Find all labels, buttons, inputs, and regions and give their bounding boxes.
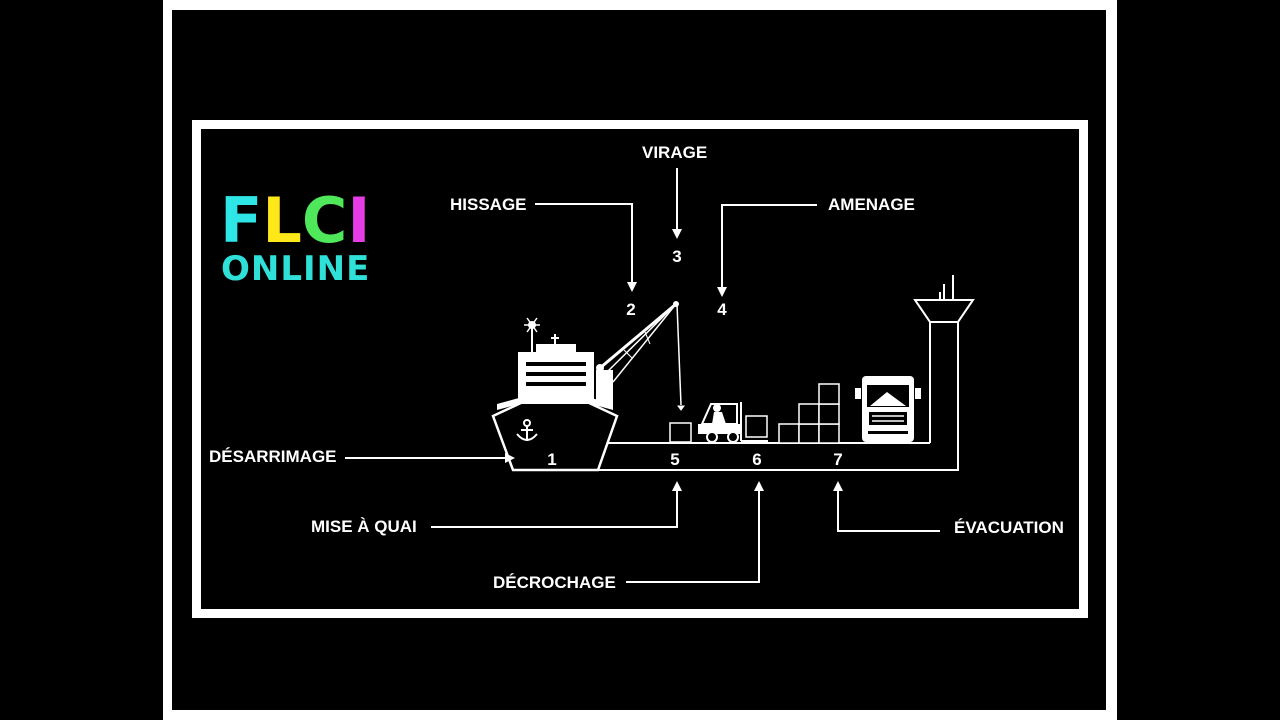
stage-label-mise-a-quai: MISE À QUAI: [311, 517, 417, 536]
logo-letter-c: C: [302, 184, 348, 257]
logo-subtitle: ONLINE: [221, 249, 370, 289]
stage-number-3: 3: [672, 247, 681, 266]
crate-icon: [669, 422, 692, 443]
svg-text:FLCI: FLCI: [220, 184, 370, 257]
container-stack-icon: [778, 383, 840, 444]
ship-icon: [491, 317, 619, 472]
diagram-background: [201, 129, 1079, 609]
logo-letter-f: F: [220, 184, 262, 257]
anchor-icon: [516, 419, 538, 441]
stage-number-1: 1: [547, 450, 556, 469]
stage-number-6: 6: [752, 450, 761, 469]
stage-label-amenage: AMENAGE: [828, 195, 915, 214]
truck-icon: [855, 376, 921, 442]
stage-label-desarrimage: DÉSARRIMAGE: [209, 447, 337, 466]
flci-logo: FLCI ONLINE: [220, 184, 370, 289]
forklift-icon: [698, 402, 768, 443]
stage-label-hissage: HISSAGE: [450, 195, 527, 214]
quay-outline: [517, 321, 959, 471]
stage-number-5: 5: [670, 450, 679, 469]
stage-number-4: 4: [717, 300, 727, 319]
stage-label-virage: VIRAGE: [642, 143, 707, 162]
logo-letter-l: L: [262, 184, 302, 257]
crane-icon: [596, 301, 685, 411]
stage-label-decrochage: DÉCROCHAGE: [493, 573, 616, 592]
stage-arrows: [345, 168, 940, 583]
control-tower-icon: [913, 275, 975, 323]
stage-label-evacuation: ÉVACUATION: [954, 518, 1064, 537]
stage-number-2: 2: [626, 300, 635, 319]
logo-letter-i: I: [347, 184, 370, 257]
stage-number-7: 7: [833, 450, 842, 469]
